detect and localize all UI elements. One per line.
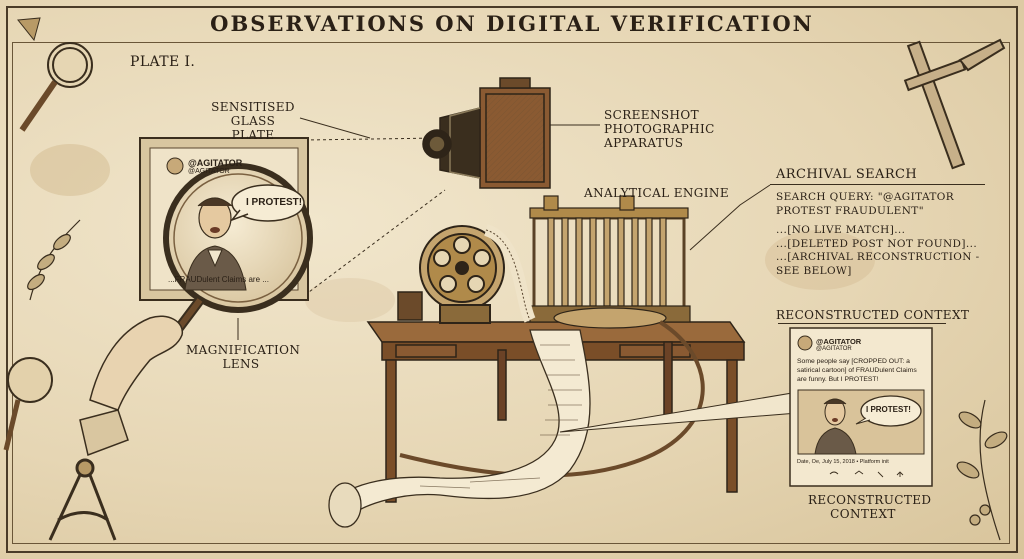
recon-card-handle: @AGITATOR bbox=[816, 337, 862, 346]
reconstructed-card bbox=[789, 327, 933, 487]
magnification-lens-icon bbox=[163, 163, 313, 343]
dividers-icon bbox=[48, 458, 117, 541]
apparatus-label-line-2: PHOTOGRAPHIC bbox=[604, 122, 715, 136]
reconstructed-rule bbox=[778, 323, 946, 324]
archival-line-3: ...[NO LIVE MATCH]... bbox=[776, 224, 906, 236]
archival-heading: ARCHIVAL SEARCH bbox=[776, 167, 918, 182]
glass-plate-label-line-1: SENSITISED GLASS bbox=[211, 100, 295, 128]
apparatus-label-line-1: SCREENSHOT bbox=[604, 108, 699, 122]
left-card-handle: @AGITATOR bbox=[188, 158, 243, 168]
archival-line-4: ...[DELETED POST NOT FOUND]... bbox=[776, 237, 978, 250]
hand-illustration bbox=[89, 315, 183, 411]
page-title: OBSERVATIONS ON DIGITAL VERIFICATION bbox=[210, 11, 814, 36]
archival-rule bbox=[770, 184, 985, 185]
plate-label: PLATE I. bbox=[130, 54, 196, 70]
recon-body-line-1: Some people say [CROPPED OUT: a bbox=[797, 358, 910, 365]
apparatus-label-line-3: APPARATUS bbox=[604, 136, 684, 150]
archival-line-6: SEE BELOW] bbox=[776, 264, 852, 277]
corner-magnifier-icon bbox=[19, 42, 93, 132]
recon-card-meta: Date, Oe, July 15, 2018 • Platform init bbox=[797, 459, 889, 465]
apparatus-label: SCREENSHOT PHOTOGRAPHIC APPARATUS bbox=[604, 108, 715, 150]
archival-line-5: ...[ARCHIVAL RECONSTRUCTION - bbox=[776, 251, 980, 263]
glass-plate-label: SENSITISED GLASS PLATE bbox=[198, 100, 308, 142]
reconstructed-caption-line-1: RECONSTRUCTED bbox=[808, 493, 932, 507]
recon-body-line-2: satirical cartoon] of FRAUDulent Claims bbox=[797, 367, 917, 374]
reconstructed-caption-line-2: CONTEXT bbox=[830, 507, 896, 521]
reconstructed-caption: RECONSTRUCTED CONTEXT bbox=[808, 493, 932, 521]
lens-label-line-1: MAGNIFICATION bbox=[186, 343, 301, 357]
recon-card-speech: I PROTEST! bbox=[866, 405, 911, 414]
small-magnifier-icon bbox=[3, 357, 53, 451]
archival-line-1: SEARCH QUERY: "@AGITATOR bbox=[776, 191, 955, 203]
archival-line-2: PROTEST FRAUDULENT" bbox=[776, 204, 924, 217]
glass-plate-label-line-2: PLATE bbox=[231, 128, 275, 142]
camera-icon bbox=[422, 77, 551, 189]
left-card-speech: I PROTEST! bbox=[246, 197, 303, 208]
film-reel-icon bbox=[419, 225, 505, 324]
archival-results: SEARCH QUERY: "@AGITATOR PROTEST FRAUDUL… bbox=[776, 191, 980, 278]
inner-border bbox=[12, 42, 1010, 544]
lens-label: MAGNIFICATION LENS bbox=[186, 343, 301, 371]
engine-label: ANALYTICAL ENGINE bbox=[584, 186, 729, 200]
reconstructed-heading: RECONSTRUCTED CONTEXT bbox=[776, 308, 970, 322]
lens-label-line-2: LENS bbox=[222, 357, 260, 371]
recon-body-line-3: are funny. But I PROTEST! bbox=[797, 376, 879, 383]
left-card-handle-sub: @AGITATOR bbox=[188, 168, 230, 175]
calipers-icon bbox=[903, 38, 1006, 170]
outer-border bbox=[6, 6, 1018, 553]
recon-card-body: Some people say [CROPPED OUT: a satirica… bbox=[797, 357, 929, 384]
recon-card-handle-sub: @AGITATOR bbox=[816, 346, 852, 352]
left-card-snippet: ...FRAUDulent Claims are ... bbox=[168, 275, 269, 284]
analytical-engine-icon bbox=[529, 195, 691, 329]
